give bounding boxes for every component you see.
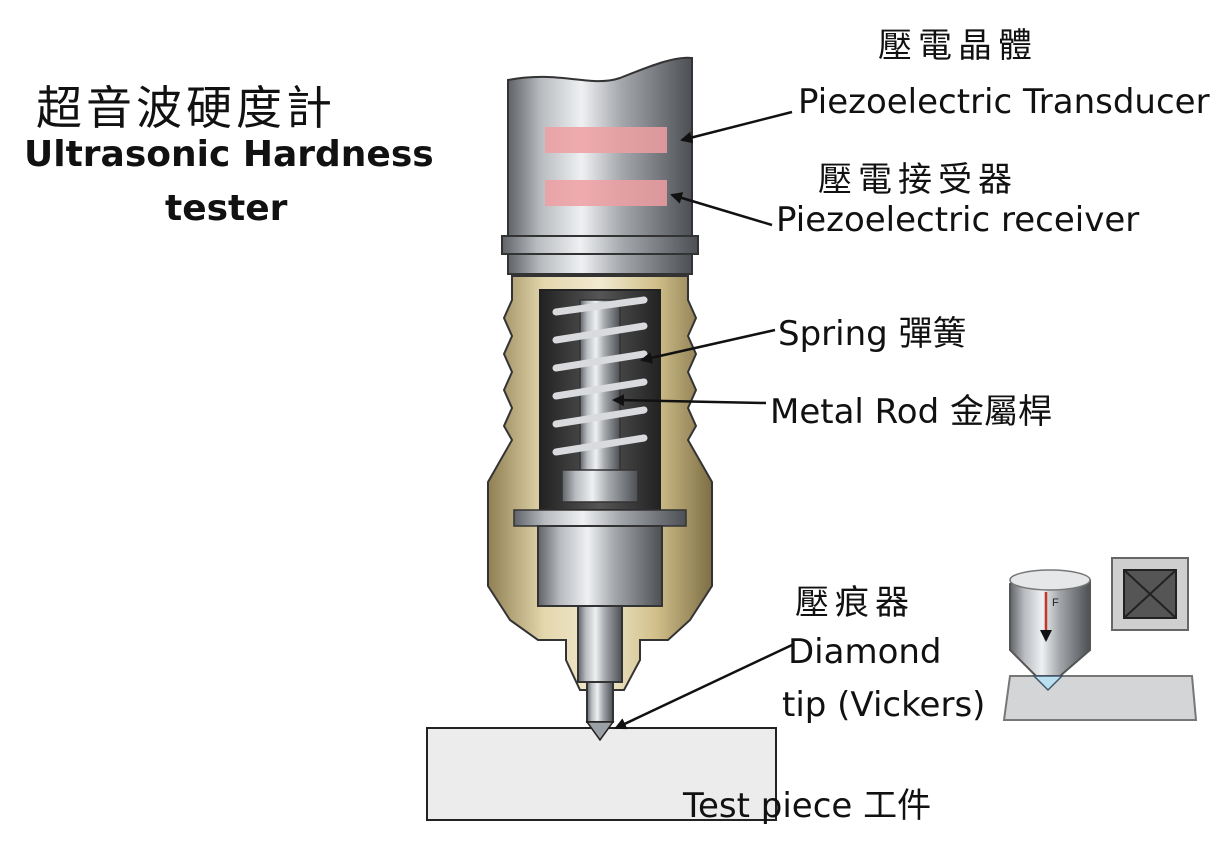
label-test-piece: Test piece 工件 — [683, 786, 932, 826]
arrow-rod — [612, 394, 767, 407]
label-diamond-tip-line1: Diamond — [788, 632, 942, 672]
force-symbol: F — [1052, 597, 1059, 609]
arrow-spring — [640, 328, 776, 364]
spring-coils — [552, 296, 648, 456]
piezo-receiver-band — [545, 180, 667, 206]
arrow-transducer — [680, 110, 793, 144]
label-spring: Spring 彈簧 — [778, 314, 967, 354]
label-receiver-english: Piezoelectric receiver — [776, 200, 1140, 240]
collar-ring-lower — [507, 253, 693, 275]
diamond-tip — [585, 721, 615, 742]
lower-sleeve — [513, 509, 687, 527]
label-transducer-chinese: 壓電晶體 — [878, 26, 1038, 66]
title-english-line1: Ultrasonic Hardness — [24, 134, 434, 175]
vickers-indenter-inset: F — [1002, 569, 1198, 721]
collar-ring — [501, 235, 699, 255]
label-diamond-tip-line2: tip (Vickers) — [782, 685, 986, 725]
label-indenter-chinese: 壓痕器 — [795, 583, 915, 623]
label-transducer-english: Piezoelectric Transducer — [798, 82, 1210, 122]
piezo-transducer-band — [545, 127, 667, 153]
test-piece-block — [426, 727, 777, 821]
shaft-upper — [537, 525, 663, 607]
shaft-lower — [577, 605, 623, 683]
title-english-line2: tester — [165, 188, 288, 229]
arrow-tip — [614, 643, 793, 730]
label-metal-rod: Metal Rod 金屬桿 — [770, 392, 1052, 432]
title-chinese: 超音波硬度計 — [36, 81, 336, 135]
vickers-indent-inset — [1111, 557, 1189, 631]
indenter-stem — [586, 681, 614, 723]
label-receiver-chinese: 壓電接受器 — [818, 160, 1018, 200]
rod-collar — [561, 469, 639, 503]
arrow-receiver — [670, 192, 773, 227]
